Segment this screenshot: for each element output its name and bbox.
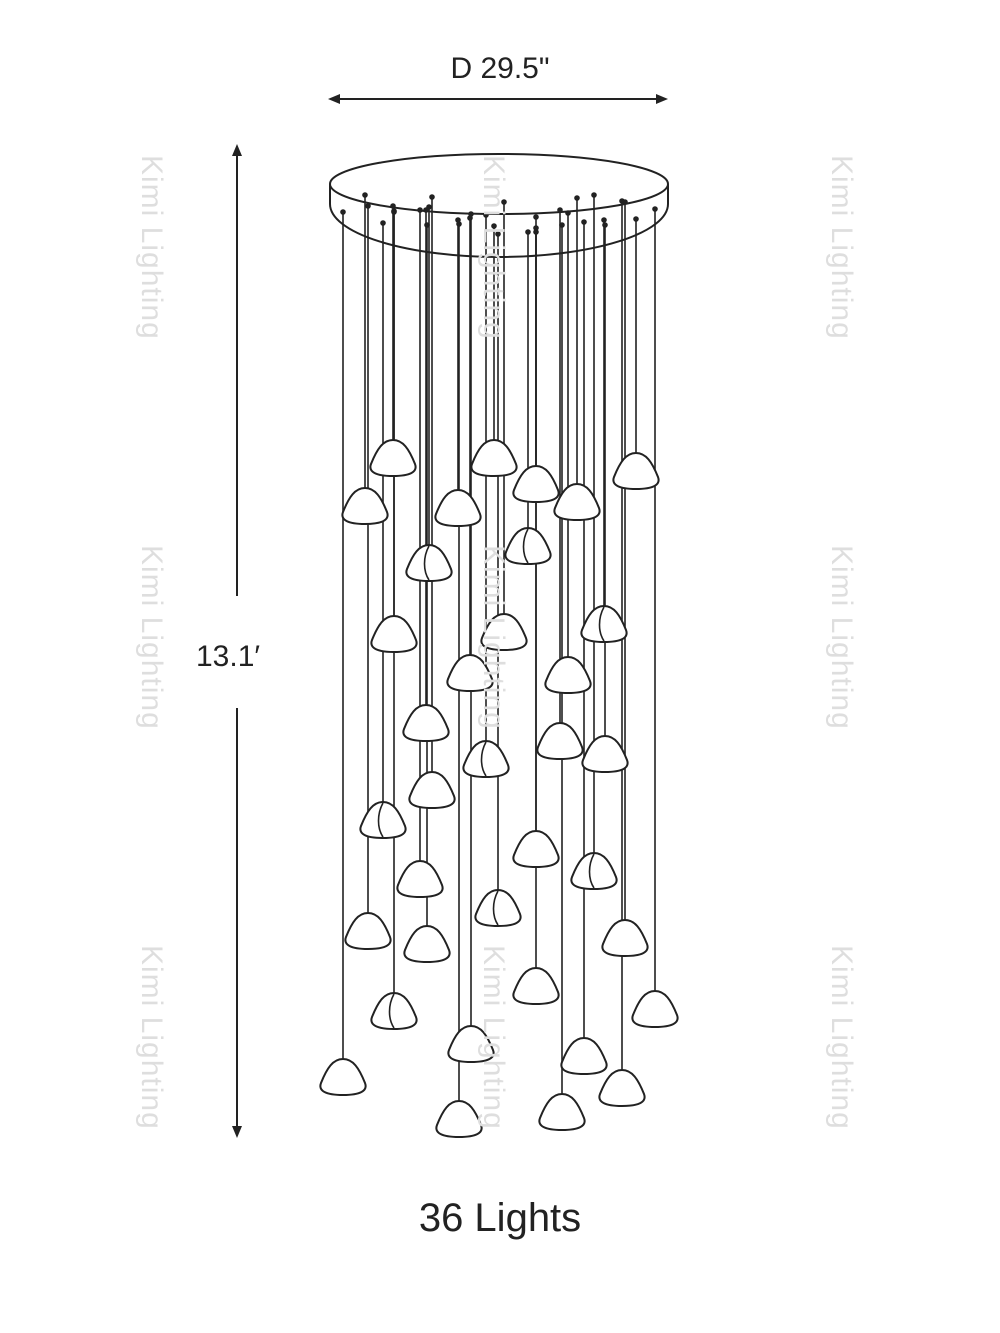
pendant-shade xyxy=(536,721,584,761)
shade-seam-line xyxy=(492,890,499,926)
pendant-shade xyxy=(435,1099,483,1139)
pendant-shade xyxy=(480,612,528,652)
shade-seam-line xyxy=(388,993,395,1029)
height-arrowhead-bottom xyxy=(232,1126,242,1138)
pendant-shade xyxy=(370,991,418,1031)
cord-anchor-dot xyxy=(574,195,580,201)
cord-anchor-dot xyxy=(565,210,571,216)
watermark-right-3: Kimi Lighting xyxy=(825,945,858,1130)
pendant-shade xyxy=(319,1057,367,1097)
cord-anchor-dot xyxy=(652,206,658,212)
pendant-shade xyxy=(512,966,560,1006)
pendant-shade xyxy=(462,739,510,779)
pendant-shade xyxy=(538,1092,586,1132)
shade-seam-line xyxy=(588,853,595,889)
height-label: 13.1′ xyxy=(196,640,261,673)
watermark-center-2: Kimi Lighting xyxy=(477,545,510,730)
cord-anchor-dot xyxy=(602,222,608,228)
pendant-shade xyxy=(512,829,560,869)
shade-seam-line xyxy=(377,802,384,838)
watermark-left-2: Kimi Lighting xyxy=(135,545,168,730)
cord-anchor-dot xyxy=(591,192,597,198)
watermark-right-2: Kimi Lighting xyxy=(825,545,858,730)
cord-anchor-dot xyxy=(501,199,507,205)
pendant-shade xyxy=(369,438,417,478)
pendant-shade xyxy=(631,989,679,1029)
pendant-shade xyxy=(598,1068,646,1108)
pendant-shade xyxy=(581,734,629,774)
watermark-center-3: Kimi Lighting xyxy=(477,945,510,1130)
cord-anchor-dot xyxy=(581,219,587,225)
pendant-shade xyxy=(504,526,552,566)
pendant-shade xyxy=(560,1036,608,1076)
pendant-shade xyxy=(474,888,522,928)
cord-anchor-dot xyxy=(391,209,397,215)
pendant-shade xyxy=(612,451,660,491)
pendant-shade xyxy=(447,1024,495,1064)
cord-anchor-dot xyxy=(429,194,435,200)
pendant-shade xyxy=(402,703,450,743)
pendant-shade xyxy=(434,488,482,528)
cord-anchor-dot xyxy=(423,207,429,213)
cord-anchor-dot xyxy=(495,231,501,237)
cord-anchor-dot xyxy=(483,212,489,218)
cord-anchor-dot xyxy=(340,209,346,215)
pendant-shade xyxy=(544,655,592,695)
pendant-shade xyxy=(553,482,601,522)
pendant-shade xyxy=(370,614,418,654)
cord-anchor-dot xyxy=(633,216,639,222)
cord-anchor-dot xyxy=(533,214,539,220)
cord-anchor-dot xyxy=(456,221,462,227)
pendant-shade xyxy=(341,486,389,526)
diameter-arrowhead-right xyxy=(656,94,668,104)
diameter-arrowhead-left xyxy=(328,94,340,104)
pendant-shade xyxy=(512,464,560,504)
pendant-shade xyxy=(359,800,407,840)
pendant-shade xyxy=(396,859,444,899)
cord-anchor-dot xyxy=(619,198,625,204)
cord-anchor-dot xyxy=(424,222,430,228)
pendant-shade xyxy=(408,770,456,810)
shade-seam-line xyxy=(598,606,605,642)
cord-anchor-dot xyxy=(559,222,565,228)
cord-anchor-dot xyxy=(380,220,386,226)
light-count-caption: 36 Lights xyxy=(418,1196,582,1240)
shade-seam-line xyxy=(480,741,487,777)
pendant-shade xyxy=(403,924,451,964)
pendant-shade xyxy=(570,851,618,891)
pendant-shade xyxy=(470,438,518,478)
shade-seam-line xyxy=(522,528,529,564)
cord-anchor-dot xyxy=(491,223,497,229)
cord-anchor-dot xyxy=(601,217,607,223)
cord-anchor-dot xyxy=(525,229,531,235)
pendant-shade xyxy=(405,543,453,583)
cord-anchor-dot xyxy=(390,203,396,209)
canopy-top xyxy=(329,153,669,215)
pendant-shade xyxy=(601,918,649,958)
cord-anchor-dot xyxy=(365,203,371,209)
pendant-shade xyxy=(446,653,494,693)
cord-anchor-dot xyxy=(468,211,474,217)
pendant-shade xyxy=(580,604,628,644)
pendant-shade xyxy=(344,911,392,951)
cord-anchor-dot xyxy=(362,192,368,198)
watermark-center-1: Kimi Lighting xyxy=(477,155,510,340)
cord-anchor-dot xyxy=(557,207,563,213)
height-arrowhead-top xyxy=(232,144,242,156)
diameter-label: D 29.5" xyxy=(450,52,550,85)
watermark-right-1: Kimi Lighting xyxy=(825,155,858,340)
watermark-left-1: Kimi Lighting xyxy=(135,155,168,340)
shade-seam-line xyxy=(423,545,430,581)
cord-anchor-dot xyxy=(417,207,423,213)
watermark-left-3: Kimi Lighting xyxy=(135,945,168,1130)
